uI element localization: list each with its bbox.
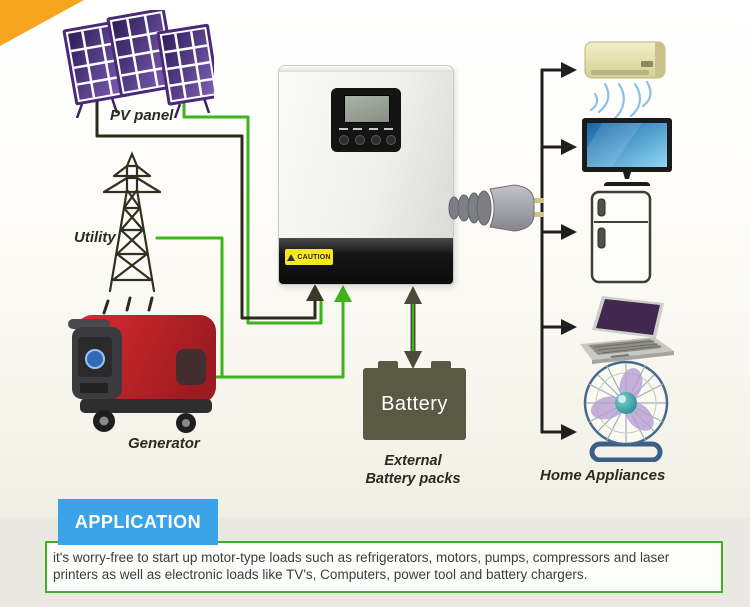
inverter-bottom-band: CAUTION [279, 238, 453, 284]
corner-ribbon [0, 0, 84, 46]
refrigerator-icon [590, 190, 652, 284]
inverter-top-edge [279, 66, 453, 72]
battery-icon: Battery [363, 361, 466, 440]
caution-label: CAUTION [285, 249, 333, 265]
battery-terminal [378, 361, 398, 369]
home-appliances-label: Home Appliances [540, 467, 666, 484]
generator-icon [68, 296, 216, 433]
laptop-icon [580, 296, 674, 364]
utility-label: Utility [74, 229, 116, 246]
inverter-unit: CAUTION [278, 65, 454, 285]
utility-tower-icon [102, 151, 162, 293]
television-icon [582, 118, 672, 186]
solar-panel-icon [62, 10, 214, 118]
battery-caption: External Battery packs [365, 453, 461, 487]
application-description: it's worry-free to start up motor-type l… [45, 541, 723, 593]
warning-triangle-icon [287, 253, 296, 261]
inverter-control-panel [331, 88, 401, 152]
inverter-button [386, 135, 396, 145]
application-heading: APPLICATION [58, 499, 218, 545]
application-body-line-1: it's worry-free to start up motor-type l… [53, 550, 670, 565]
air-conditioner-icon [584, 41, 666, 122]
battery-terminal [431, 361, 451, 369]
inverter-button [355, 135, 365, 145]
inverter-button [371, 135, 381, 145]
pv-panel-label: PV panel [110, 107, 174, 124]
inverter-display [344, 95, 390, 123]
battery-label: Battery [381, 392, 448, 415]
generator-label: Generator [128, 435, 200, 452]
fan-icon [583, 360, 669, 462]
application-body-line-2: printers as well as electronic loads lik… [53, 567, 588, 582]
inverter-button [339, 135, 349, 145]
power-plug-icon [448, 184, 544, 232]
